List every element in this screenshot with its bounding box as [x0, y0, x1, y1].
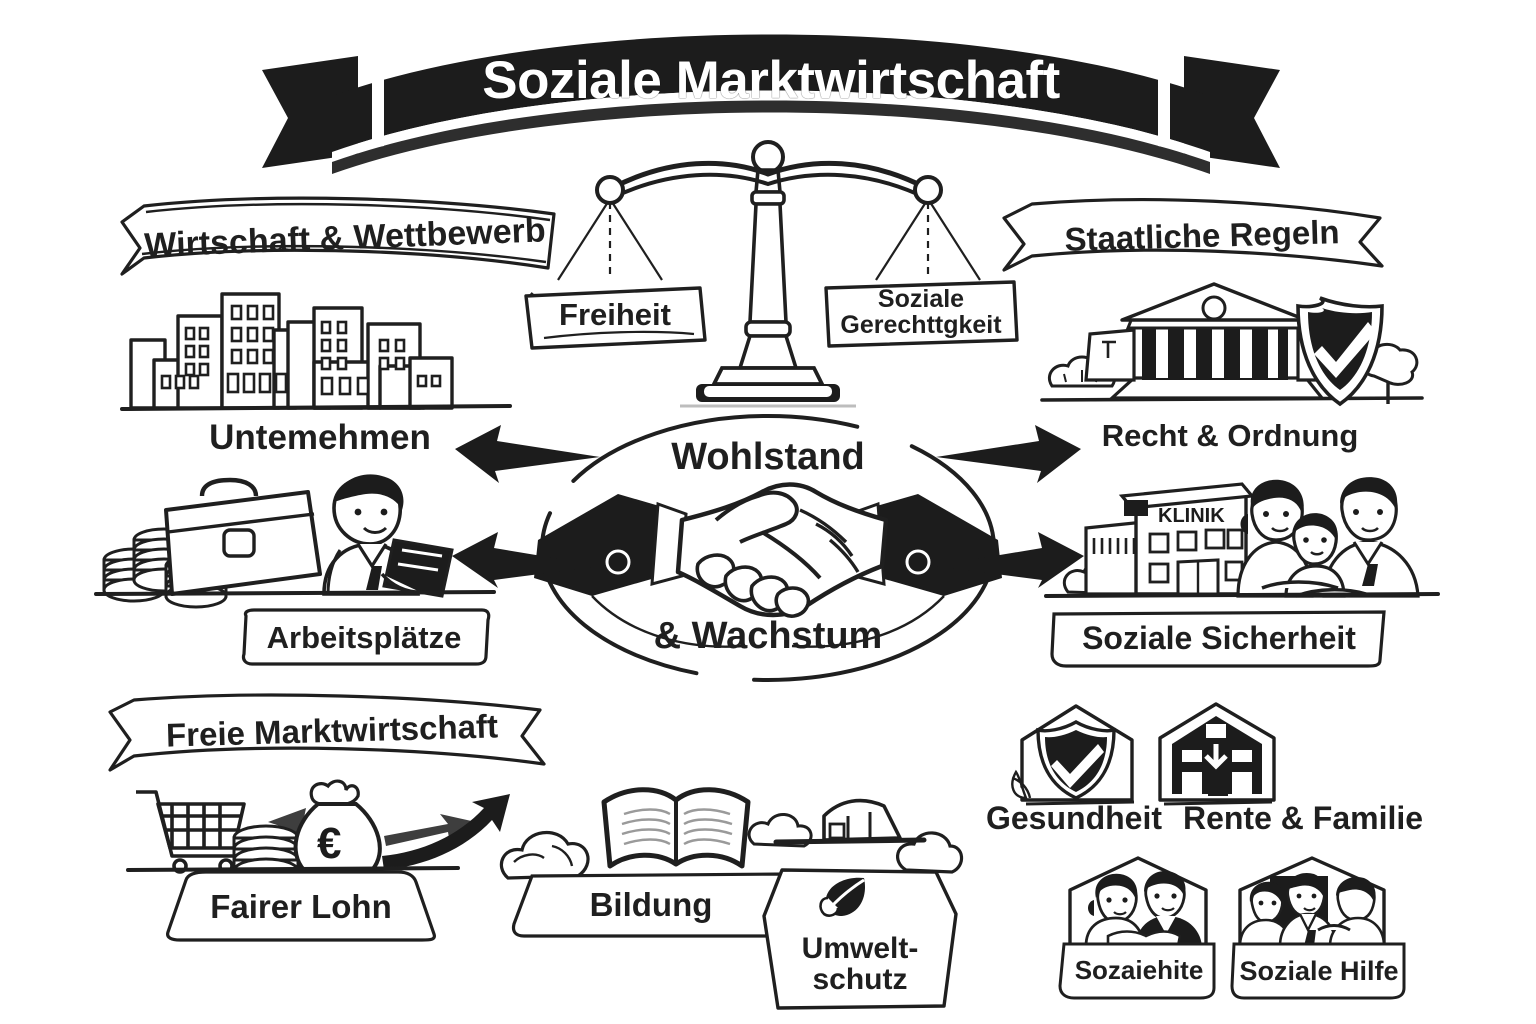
arrow-lower-left — [452, 528, 602, 588]
bildung-icon-group — [496, 766, 964, 894]
label-umweltschutz-line2: schutz — [812, 963, 908, 996]
scale-right-pan-label-line1: Soziale — [877, 284, 965, 313]
center-hub — [500, 400, 1040, 700]
scale-left-pan-label: Freiheit — [559, 296, 671, 332]
bush-icon — [499, 830, 590, 880]
courthouse-shield-group — [1030, 278, 1430, 418]
arrow-lower-right — [934, 528, 1084, 588]
center-label-wohlstand: Wohlstand — [671, 436, 865, 478]
scale-right-pan-box — [822, 276, 1020, 352]
label-soziale-hilfe: Soziale Hilfe — [1239, 955, 1399, 986]
label-arbeitsplaetze: Arbeitsplätze — [266, 619, 462, 655]
arrow-upper-left — [455, 425, 600, 483]
money-bag-icon: € — [293, 779, 382, 886]
open-book-icon — [601, 787, 751, 869]
arrow-upper-right — [936, 425, 1081, 483]
label-box-fairer-lohn — [162, 870, 440, 942]
businessman-icon — [322, 474, 454, 598]
label-sozaiehite: Sozaiehite — [1074, 955, 1204, 986]
label-box-soziale-hilfe — [1228, 942, 1410, 1002]
card-soziale-hilfe — [1232, 852, 1392, 964]
factory-icon — [822, 798, 902, 842]
label-umweltschutz-line1: Umwelt- — [801, 931, 919, 965]
couple-reading-icon — [1084, 870, 1202, 948]
city-skyline-icon — [118, 278, 518, 423]
scale-left-pan-box — [522, 282, 708, 352]
leaf-icon — [1011, 769, 1032, 800]
handshake-icon — [534, 482, 1002, 618]
label-fairer-lohn: Fairer Lohn — [210, 887, 392, 925]
label-box-sozaiehite — [1056, 942, 1222, 1002]
banner-freie-marktwirtschaft — [108, 693, 552, 780]
bush-icon — [747, 813, 813, 848]
card-gesundheit — [1011, 700, 1142, 810]
label-box-umweltschutz — [760, 866, 960, 1014]
soziale-sicherheit-icon-group: KLINIK — [1044, 468, 1440, 628]
clinic-building-icon: KLINIK — [1084, 482, 1256, 596]
arbeitsplaetze-icon-group — [94, 468, 496, 633]
label-box-arbeitsplaetze — [236, 608, 492, 668]
fairer-lohn-icon-group: € — [126, 778, 518, 908]
banner-wirtschaft-wettbewerb — [118, 196, 558, 288]
leaf-icon — [818, 874, 870, 922]
banner-staatliche-regeln — [1002, 196, 1400, 288]
label-bildung: Bildung — [589, 885, 713, 923]
label-recht-ordnung: Recht & Ordnung — [1101, 418, 1359, 453]
shopping-cart-icon — [136, 790, 246, 874]
scale-right-pan-label: Soziale Gerechttgkeit — [822, 278, 1020, 346]
shield-check-icon — [1296, 296, 1384, 407]
label-box-soziale-sicherheit — [1048, 608, 1390, 670]
card-rente-familie — [1152, 700, 1282, 810]
label-umweltschutz: Umwelt- schutz — [760, 916, 960, 1012]
family-icon — [1236, 477, 1420, 598]
helping-people-icon — [1238, 872, 1386, 948]
label-soziale-sicherheit: Soziale Sicherheit — [1082, 620, 1356, 657]
shield-check-icon — [1036, 720, 1116, 800]
label-gesundheit: Gesundheit — [985, 800, 1162, 836]
clinic-sign-text: KLINIK — [1158, 505, 1225, 527]
label-rente-familie: Rente & Familie — [1182, 800, 1424, 836]
label-untemehmen: Untemehmen — [209, 418, 431, 457]
bush-icon — [896, 831, 964, 874]
scale-right-pan-label-line2: Gerechttgkeit — [840, 311, 1002, 339]
house-family-icon — [1172, 716, 1262, 796]
center-label-wachstum: & Wachstum — [653, 615, 883, 657]
balance-scale-icon — [500, 140, 1040, 410]
briefcase-icon — [164, 477, 322, 596]
euro-symbol: € — [317, 819, 341, 868]
